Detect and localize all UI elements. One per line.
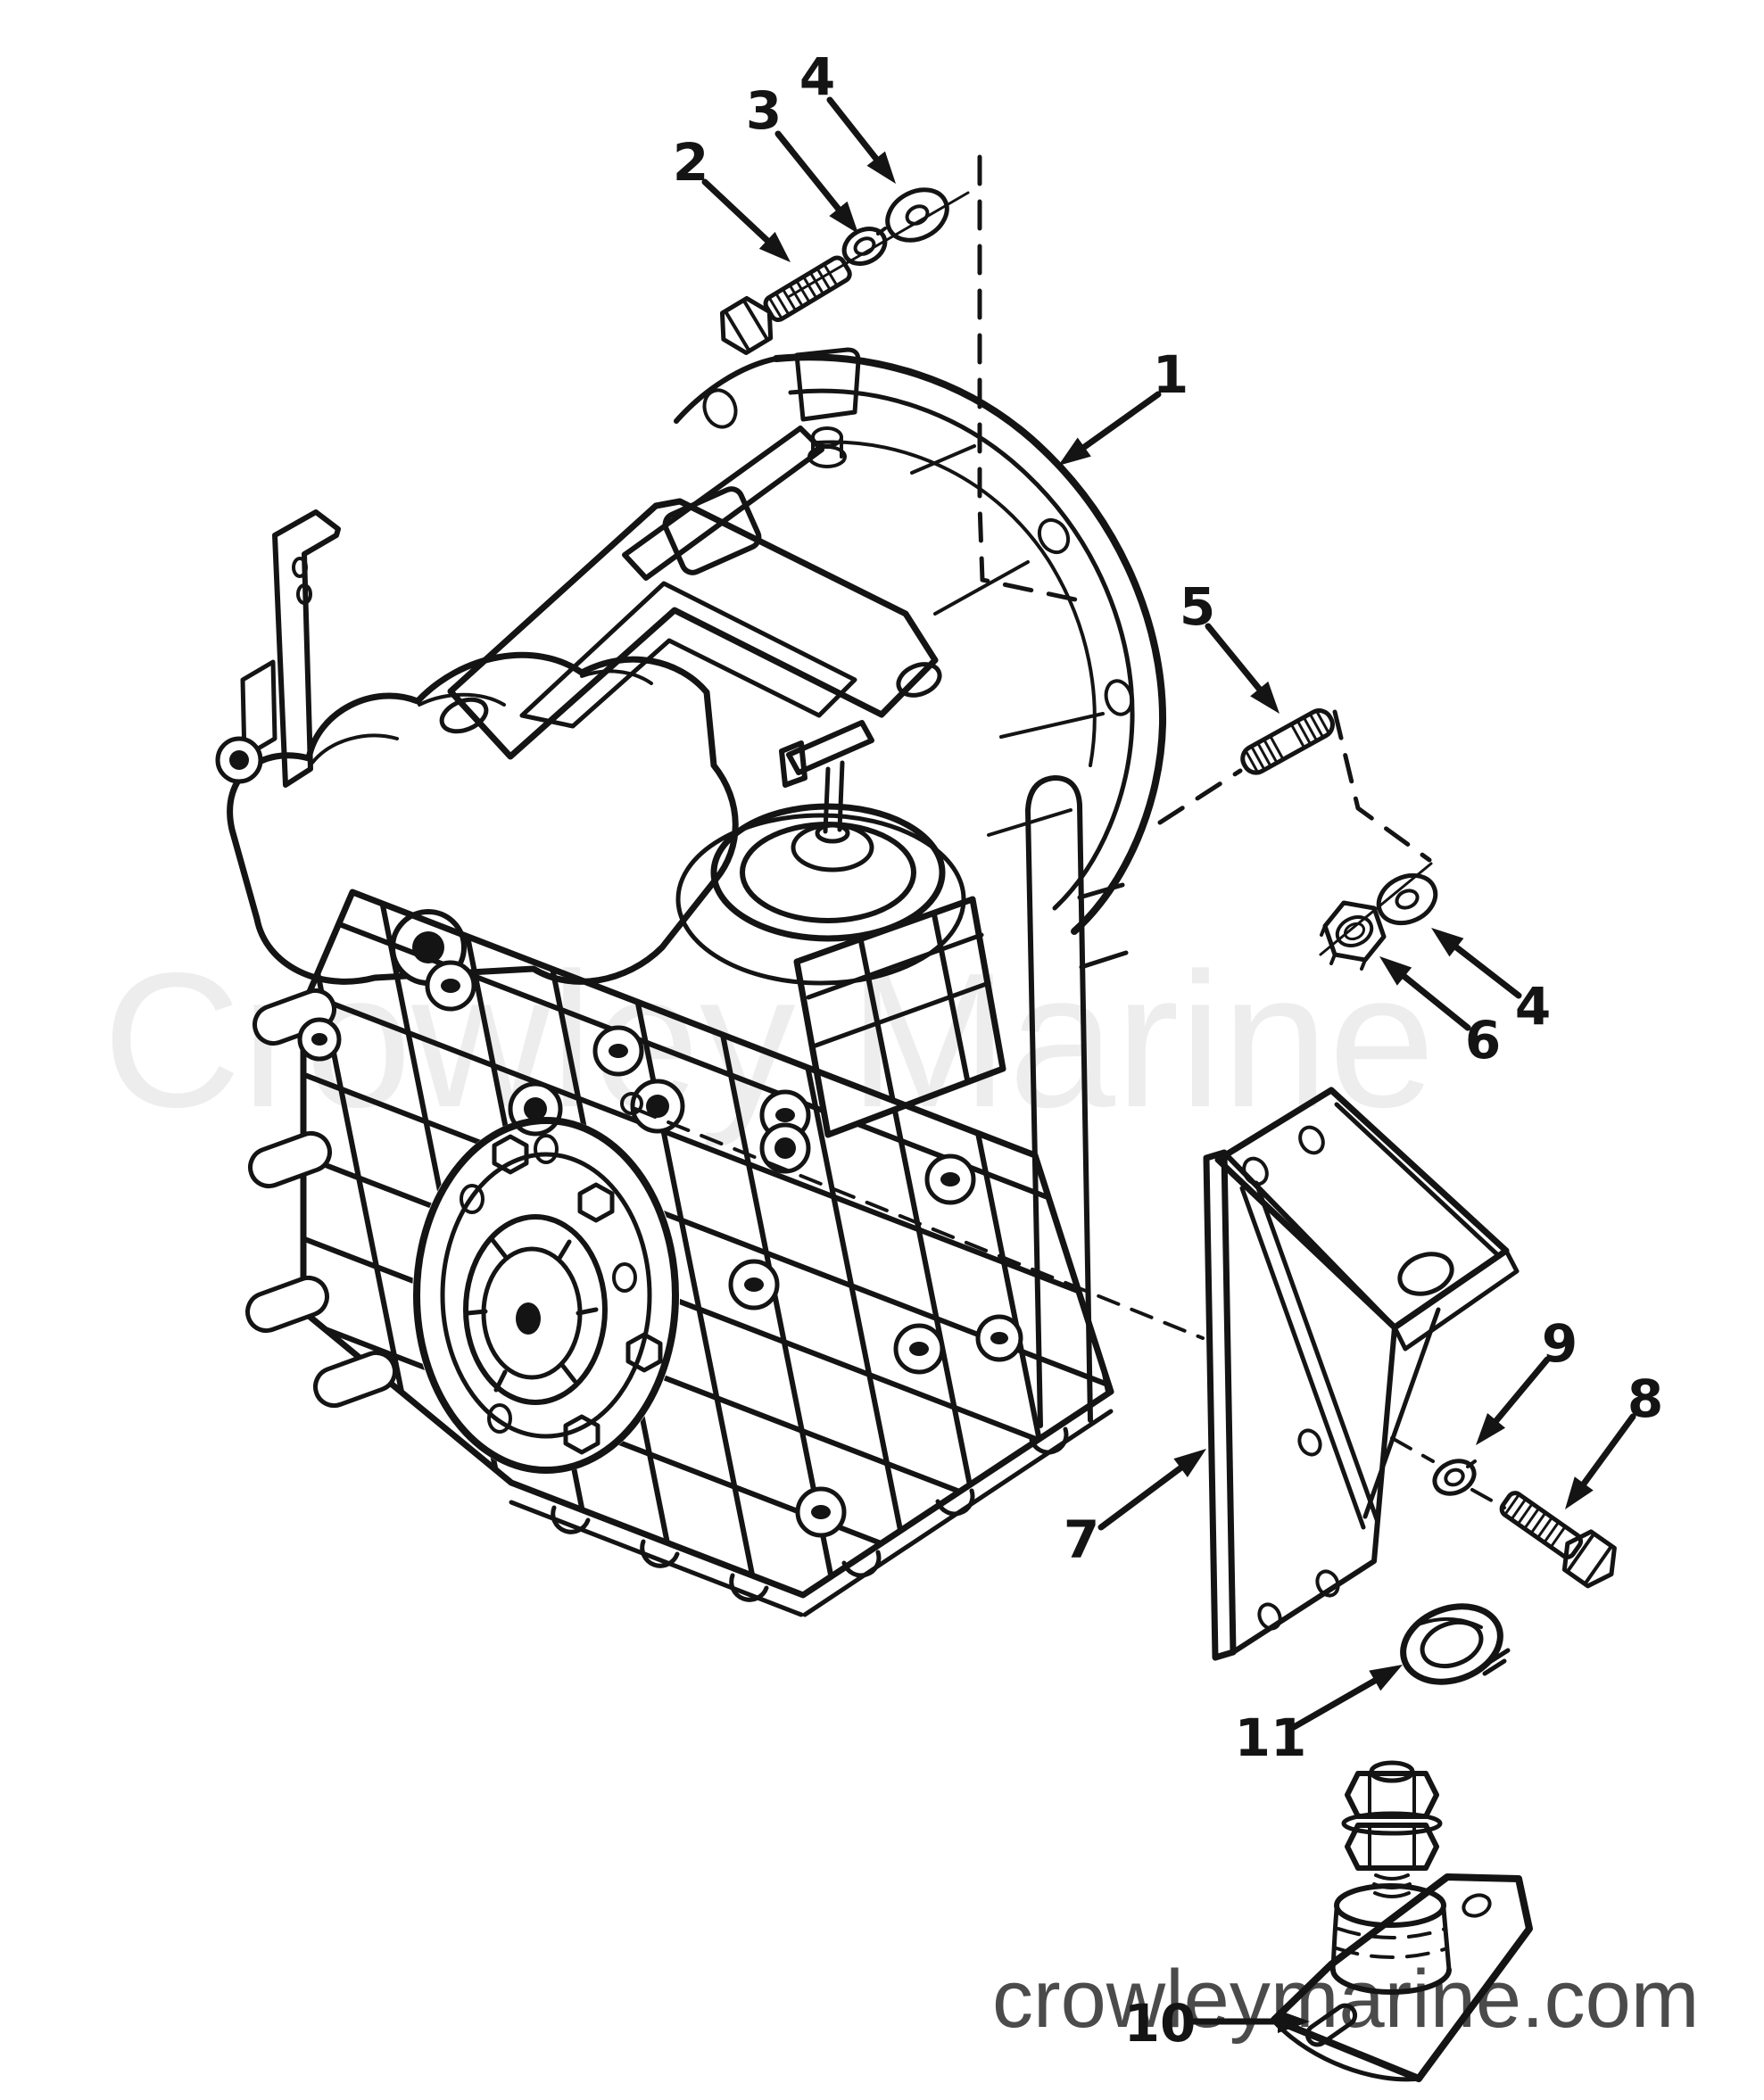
callout-arrowhead-7 xyxy=(1173,1449,1206,1477)
callout-arrowhead-1 xyxy=(1058,437,1091,466)
callout-label-4: 4 xyxy=(799,46,835,107)
callout-label-5: 5 xyxy=(1180,576,1215,637)
callout-arrow-5 xyxy=(1205,623,1263,692)
callout-label-10: 10 xyxy=(1124,1993,1197,2054)
lock-washer-11-icon xyxy=(1400,1603,1511,1685)
callout-label-8: 8 xyxy=(1627,1368,1663,1429)
watermark-bottom: crowleymarine.com xyxy=(992,1954,1699,2045)
callout-arrowhead-4 xyxy=(866,151,896,184)
bell-housing-icon xyxy=(674,347,1167,935)
flat-washer-4-top-icon xyxy=(885,187,949,243)
mounting-bracket-icon xyxy=(1203,1087,1520,1661)
callout-arrow-11 xyxy=(1290,1677,1379,1731)
callout-arrow-8 xyxy=(1580,1413,1636,1487)
hex-bolt-8-icon xyxy=(1499,1491,1617,1589)
hex-nut-6-icon xyxy=(1320,900,1387,971)
callout-arrow-7 xyxy=(1097,1465,1184,1531)
lifting-bracket-icon xyxy=(439,426,942,760)
callout-arrow-2 xyxy=(701,178,771,244)
callout-label-11: 11 xyxy=(1235,1707,1307,1768)
callout-arrow-9 xyxy=(1493,1356,1551,1424)
callout-arrow-3 xyxy=(774,130,841,212)
assembly-leader-lines xyxy=(634,154,1506,1509)
callout-arrowhead-10 xyxy=(1278,2010,1310,2033)
callout-arrowhead-3 xyxy=(829,201,858,234)
callout-arrowhead-2 xyxy=(758,231,791,262)
callout-label-3: 3 xyxy=(746,80,782,141)
callout-arrowhead-9 xyxy=(1476,1413,1506,1445)
stud-5-icon xyxy=(1240,708,1335,775)
callout-label-4: 4 xyxy=(1515,976,1551,1037)
callout-arrow-1 xyxy=(1081,391,1162,451)
callout-arrow-6 xyxy=(1401,973,1471,1031)
flat-washer-4-mid-icon xyxy=(1376,872,1438,926)
callout-arrow-4 xyxy=(826,96,880,162)
lock-washer-9-icon xyxy=(1432,1459,1477,1496)
callout-arrowhead-4 xyxy=(1431,928,1464,957)
callout-label-2: 2 xyxy=(673,132,708,193)
callout-label-1: 1 xyxy=(1153,344,1188,405)
callout-arrowhead-8 xyxy=(1565,1476,1594,1509)
callout-arrow-4 xyxy=(1453,944,1522,999)
bracket-hole xyxy=(620,1092,643,1115)
callout-label-6: 6 xyxy=(1465,1010,1501,1071)
aft-housing-icon xyxy=(793,896,1006,1138)
hex-bolt-2-icon xyxy=(719,255,852,355)
case-foot-tabs xyxy=(551,1426,1069,1602)
callout-arrowhead-6 xyxy=(1379,956,1412,986)
callout-label-7: 7 xyxy=(1064,1509,1099,1570)
callout-label-9: 9 xyxy=(1542,1313,1578,1374)
callout-arrowhead-5 xyxy=(1250,681,1280,714)
callout-arrowhead-11 xyxy=(1369,1665,1403,1691)
rear-rail-icon xyxy=(1025,775,1129,1428)
strip-bracket-icon xyxy=(240,509,341,788)
output-flange-icon xyxy=(413,1117,679,1474)
engine-mount-icon xyxy=(1271,1760,1533,2082)
case-edge-lugs xyxy=(245,988,397,1409)
